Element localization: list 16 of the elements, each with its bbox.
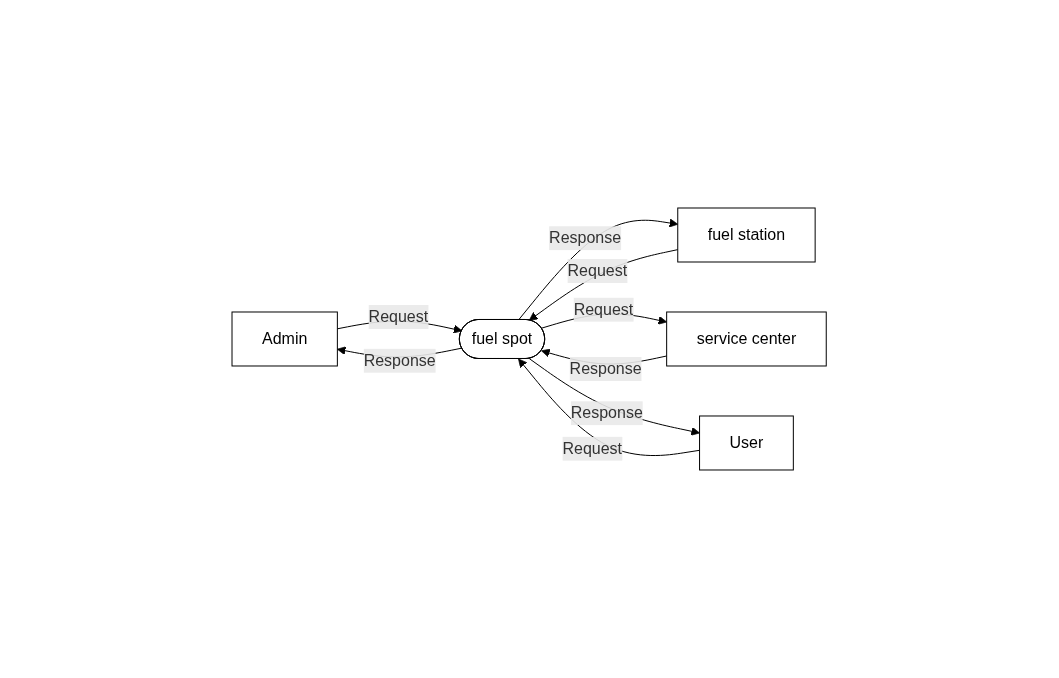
arrow (518, 218, 679, 321)
arrow (518, 358, 701, 456)
arrow (529, 249, 679, 321)
edge-label: Request (567, 262, 628, 280)
node-box: service center (666, 311, 828, 367)
edge-label: Response (571, 404, 644, 422)
node-box: fuel station (677, 207, 816, 263)
edge-label: Request (368, 307, 429, 325)
edge-label: Response (364, 351, 437, 369)
arrow (529, 358, 701, 436)
node-box: User (699, 415, 795, 471)
edge-label: Response (549, 229, 622, 247)
edge-label: Request (574, 300, 634, 318)
edge-label: Response (569, 359, 643, 377)
edge-label: Request (562, 439, 623, 457)
node-box: Admin (231, 311, 339, 367)
